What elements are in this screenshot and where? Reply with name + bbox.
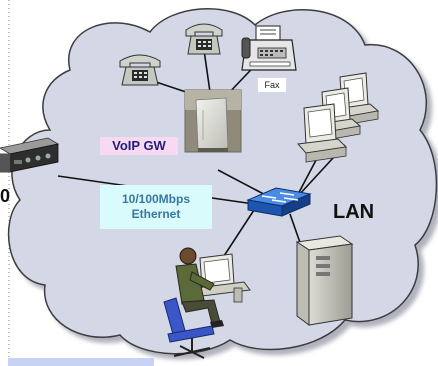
desktop-computer-icon <box>296 103 348 163</box>
tower-server-icon <box>295 235 354 326</box>
voip-gateway-icon <box>184 89 242 153</box>
rack-server-icon <box>0 137 60 173</box>
telephone-icon <box>185 23 223 55</box>
voip-gw-label: VoIP GW <box>100 137 178 155</box>
ethernet-label: 10/100Mbps Ethernet <box>100 185 212 229</box>
telephone-icon <box>119 54 161 86</box>
person-at-computer-icon <box>163 247 251 359</box>
left-edge-digit: 0 <box>0 186 11 206</box>
bottom-highlight-bar <box>8 358 154 366</box>
fax-label: Fax <box>258 78 286 92</box>
network-switch-icon <box>246 187 312 217</box>
fax-machine-icon <box>241 25 297 71</box>
cloud-icon <box>7 8 438 355</box>
lan-label: LAN <box>333 201 375 223</box>
